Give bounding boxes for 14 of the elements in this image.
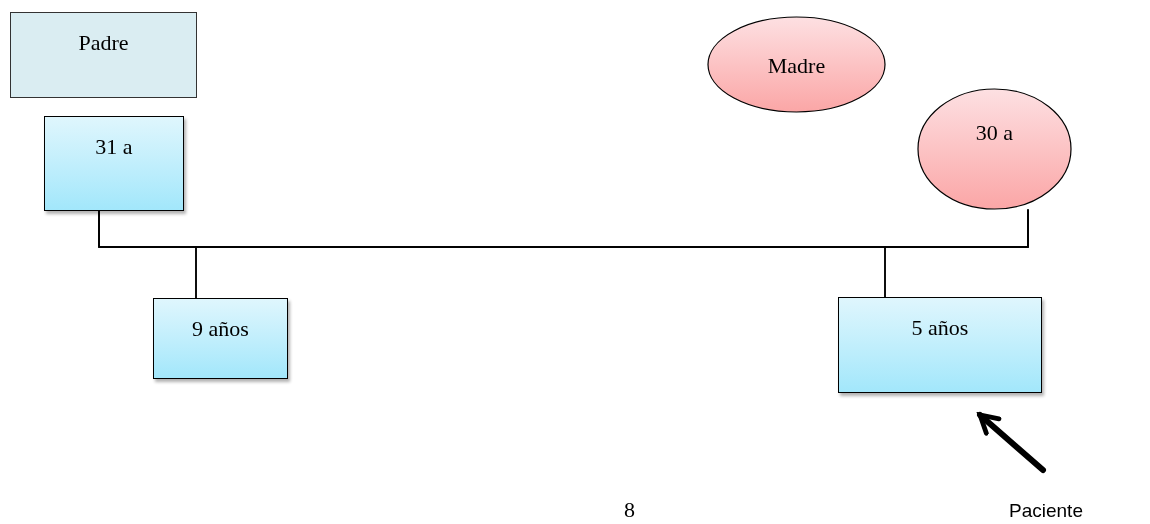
person-box bbox=[153, 298, 288, 379]
pedigree-line bbox=[884, 209, 1029, 298]
person-text: 30 a bbox=[975, 119, 1014, 147]
patient-label: Paciente bbox=[1009, 500, 1083, 520]
arrow bbox=[977, 412, 1046, 473]
person-box bbox=[838, 297, 1042, 393]
person-text: Padre bbox=[78, 29, 129, 57]
person-text: Madre bbox=[767, 51, 826, 80]
page-number: 8 bbox=[624, 496, 635, 524]
person-text: 5 años bbox=[911, 314, 969, 342]
person-box bbox=[44, 116, 184, 211]
person-box bbox=[10, 12, 197, 98]
person-text: 9 años bbox=[192, 315, 249, 343]
person-text: 31 a bbox=[95, 133, 133, 161]
